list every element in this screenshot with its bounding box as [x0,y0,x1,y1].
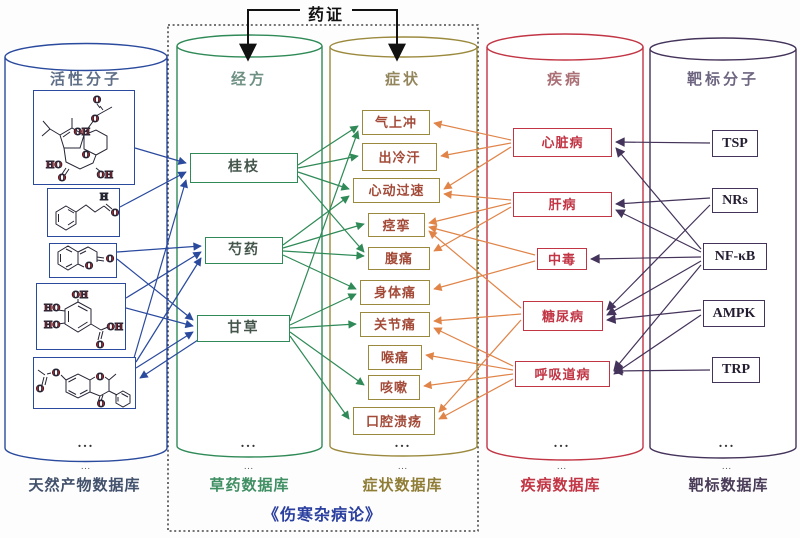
disease-node: 心脏病 [513,128,612,157]
molecule-structure-5: O O O O [36,369,131,411]
atom-label: O [52,369,60,379]
symptom-node: 痉挛 [368,213,425,237]
symptom-node: 关节痛 [360,312,430,337]
molecule-box-2 [47,188,120,237]
db-label-symptom: 症状数据库 [362,478,443,494]
atom-label: OH [72,291,89,301]
column-header-diseases: 疾病 [546,72,583,88]
herb-node-gancao: 甘草 [197,315,290,342]
atom-label: H [100,193,109,203]
atom-label: O [93,96,101,106]
atom-label: O [85,262,93,272]
target-node: TSP [712,130,758,157]
atom-label: O [36,385,44,395]
symptom-node: 喉痛 [368,345,422,370]
atom-label: HO [44,304,61,314]
target-node: TRP [712,357,760,383]
molecule-structure-4: OH HO HO O OH [43,291,124,352]
target-node: NRs [712,188,758,213]
atom-label: OH [107,323,124,333]
disease-node: 糖尿病 [523,301,603,331]
column-header-molecules: 活性分子 [49,72,122,88]
atom-label: OH [97,171,114,181]
target-node: AMPK [703,300,765,327]
disease-node: 呼吸道病 [515,361,610,387]
cylinder-disease-db [486,33,644,461]
symptom-node: 口腔溃疡 [353,407,435,435]
yaozheng-bracket-arrows [239,9,406,62]
molecule-structure-1: O O OH O HO O OH [41,96,114,185]
symptom-node: 出冷汗 [362,143,437,171]
ellipsis: ... [240,436,258,451]
molecule-box-5 [33,357,136,409]
molecule-box-4 [36,283,126,350]
ellipsis-small: ... [244,461,254,471]
atom-label: HO [44,321,61,331]
column-header-symptoms: 症状 [384,72,421,88]
ellipsis: ... [553,436,571,451]
molecule-structure-2: H O [55,193,120,231]
yaozheng-label: 药证 [307,7,344,24]
disease-symptom-arrows [423,120,536,420]
symptom-node: 腹痛 [368,247,430,270]
molecule-structure-3: O O [57,245,115,273]
ellipsis: ... [718,436,736,451]
db-label-herb: 草药数据库 [209,478,290,494]
target-node: NF-κB [703,243,767,270]
symptom-node: 心动过速 [353,178,440,203]
symptom-node: 气上冲 [362,110,430,135]
column-header-formulas: 经方 [230,72,267,88]
atom-label: O [97,400,105,410]
column-header-targets: 靶标分子 [686,72,759,88]
ellipsis: ... [394,436,412,451]
db-label-disease: 疾病数据库 [520,478,601,494]
target-disease-arrows [590,137,711,376]
molecule-herb-arrows [116,147,202,379]
atom-label: OH [74,128,91,138]
atom-label: O [106,255,114,265]
scroll-title: 《伤寒杂病论》 [262,507,382,524]
atom-label: HO [46,161,63,171]
herb-node-shaoyao: 芍药 [205,237,283,264]
ellipsis-small: ... [81,461,91,471]
atom-label: O [96,341,104,351]
atom-label: O [96,373,104,383]
atom-label: O [91,115,99,125]
disease-node: 中毒 [537,248,587,270]
symptom-node: 身体痛 [360,280,430,305]
db-label-target: 靶标数据库 [688,478,769,494]
ellipsis: ... [77,436,95,451]
ellipsis-small: ... [557,461,567,471]
atom-label: O [82,151,90,161]
molecule-box-1 [33,90,135,185]
molecule-box-3 [49,243,117,278]
ellipsis-small: ... [398,461,408,471]
symptom-node: 咳嗽 [368,375,420,400]
herb-node-guizhi: 桂枝 [190,153,298,183]
shanghan-dashed-box [167,24,479,532]
ellipsis-small: ... [722,461,732,471]
db-label-natural-products: 天然产物数据库 [28,478,141,494]
disease-node: 肝病 [513,192,612,217]
atom-label: O [111,209,119,219]
cylinder-natural-products [4,42,168,463]
herb-symptom-arrows [282,125,365,420]
atom-label: O [58,174,66,184]
